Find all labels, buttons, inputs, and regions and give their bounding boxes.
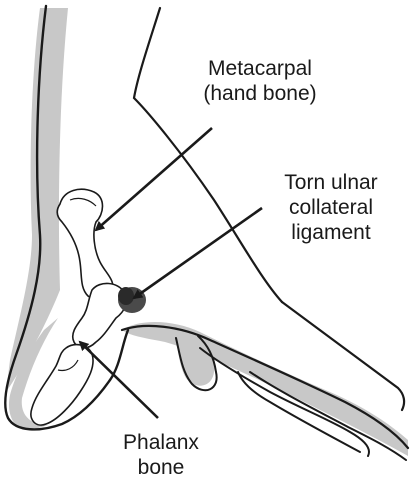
ligament-arrow: [134, 208, 262, 298]
metacarpal-label-line2: (hand bone): [185, 81, 335, 106]
distal-phalanx-bone: [31, 345, 93, 425]
phalanx-label-line2: bone: [96, 455, 226, 480]
metacarpal-arrow: [96, 128, 212, 230]
metacarpal-label: Metacarpal (hand bone): [185, 56, 335, 106]
ucl-label-line3: ligament: [256, 220, 406, 245]
proximal-phalanx-bone: [73, 283, 127, 348]
phalanx-label: Phalanx bone: [96, 430, 226, 480]
phalanx-arrow: [80, 342, 158, 418]
phalanx-label-line1: Phalanx: [96, 430, 226, 455]
ucl-label: Torn ulnar collateral ligament: [256, 170, 406, 245]
metacarpal-label-line1: Metacarpal: [185, 56, 335, 81]
hand-crease: [134, 8, 282, 302]
ucl-label-line1: Torn ulnar: [256, 170, 406, 195]
ucl-label-line2: collateral: [256, 195, 406, 220]
ligament-tear-core: [118, 287, 134, 305]
